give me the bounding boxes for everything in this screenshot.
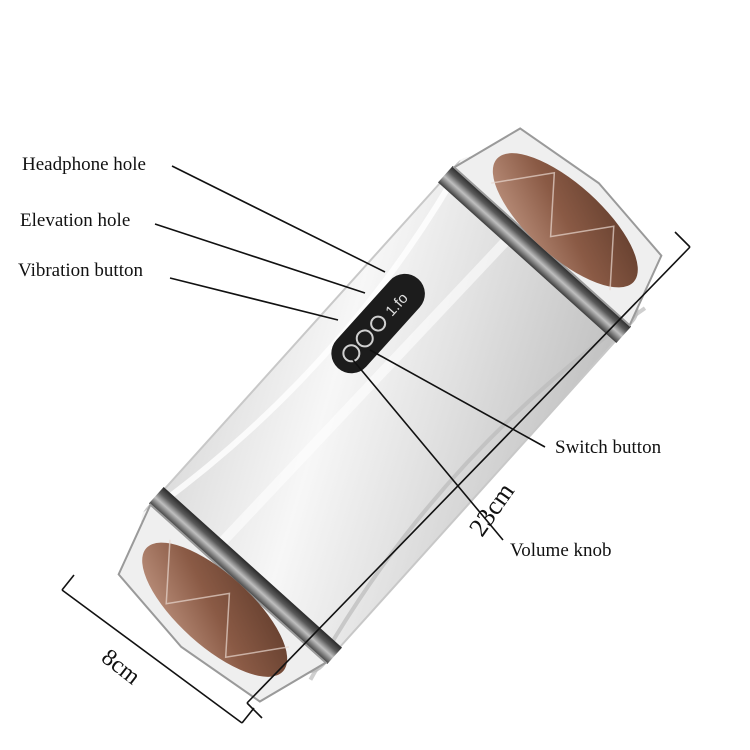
vibration-button-icon[interactable] — [368, 314, 388, 334]
switch-button-label: Switch button — [555, 437, 662, 458]
volume-knob-leader — [352, 359, 504, 541]
leader-lines — [154, 165, 546, 541]
bottom-chrome-ring — [148, 487, 343, 664]
switch-button-icon[interactable] — [353, 327, 376, 350]
bottom-cap — [117, 503, 328, 703]
dimension-lines — [61, 231, 691, 724]
switch-button-leader — [369, 349, 546, 448]
volume-knob-label: Volume knob — [510, 540, 612, 561]
vibration-button-label: Vibration button — [18, 260, 143, 281]
volume-knob-icon[interactable] — [340, 342, 363, 365]
headphone-hole-leader — [171, 165, 386, 273]
vibration-button-leader — [169, 277, 339, 321]
top-cap — [452, 127, 663, 327]
device-body: 1.fo — [117, 127, 663, 703]
elevation-hole-leader — [154, 223, 366, 294]
control-panel: 1.fo — [331, 273, 425, 374]
length-dimension-line — [246, 246, 691, 704]
width-dimension-line — [61, 589, 243, 724]
headphone-hole-label: Headphone hole — [22, 154, 146, 175]
width-label: 8cm — [96, 644, 145, 690]
top-chrome-ring — [437, 166, 632, 343]
elevation-hole-label: Elevation hole — [20, 210, 131, 231]
